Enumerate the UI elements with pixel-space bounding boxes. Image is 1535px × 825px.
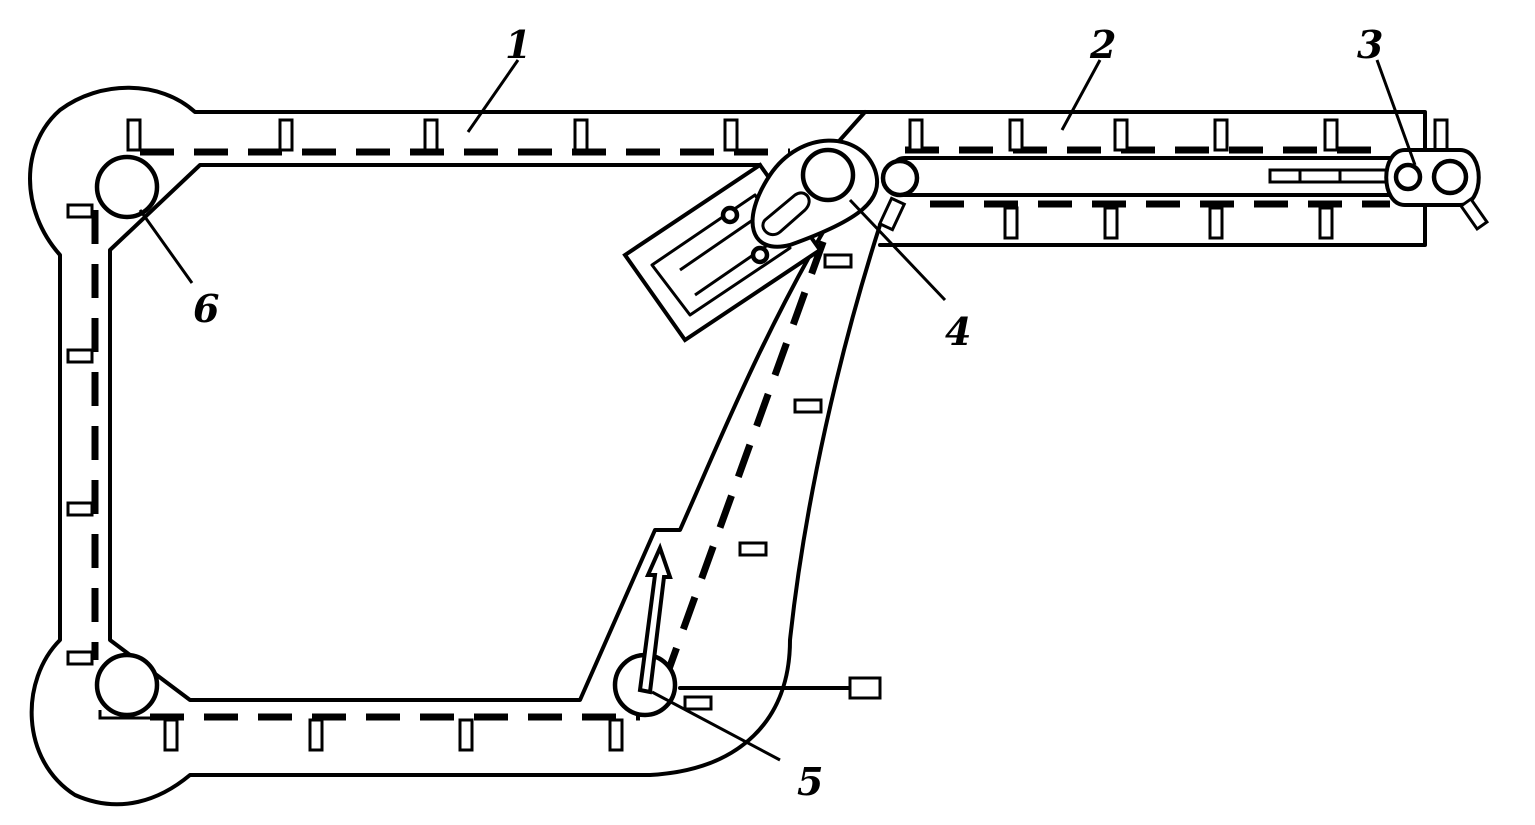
tension-pin (720, 205, 740, 225)
flight (908, 118, 924, 152)
section-2-tail-sprocket (880, 158, 920, 198)
flight (1323, 118, 1339, 152)
drive-3-shaft (1268, 168, 1392, 184)
leaders (138, 59, 1417, 762)
main-casing (28, 85, 1427, 807)
leader-5 (651, 690, 781, 762)
label-6: 6 (193, 286, 219, 331)
drive-3-sprocket-large (1431, 158, 1469, 196)
casing-bottom-right (878, 203, 1427, 247)
casing-inner-left (108, 163, 832, 702)
flight (163, 718, 179, 752)
leader-2 (1060, 59, 1102, 131)
drive-4-lever-slot (761, 191, 811, 237)
flight (823, 253, 853, 269)
flight (1008, 118, 1024, 152)
tension-rail-a (679, 213, 761, 272)
drive-3-sprocket-small (1393, 162, 1423, 192)
flight (308, 718, 324, 752)
label-3: 3 (1357, 22, 1383, 67)
flight (126, 118, 142, 152)
flight (1458, 197, 1490, 231)
casing-joint (838, 110, 867, 142)
sprocket-5-assembly (612, 542, 678, 718)
tension-frame-inner (650, 193, 792, 317)
flight (1318, 206, 1334, 240)
drive-4-sprocket (800, 147, 856, 203)
direction-arrow (637, 542, 673, 695)
tension-pin (750, 245, 770, 265)
leader-3 (1375, 59, 1417, 166)
drive-4-assembly (622, 138, 880, 343)
flight (738, 541, 768, 557)
labels: 1 2 3 4 5 6 (193, 22, 1383, 804)
casing-outer-left (28, 85, 882, 807)
flight (1113, 118, 1129, 152)
sprocket-6 (94, 154, 160, 220)
section-2-assembly (877, 148, 1490, 232)
bottom-left-guide (98, 710, 150, 720)
flight (1003, 206, 1019, 240)
flight (1103, 206, 1119, 240)
label-5: 5 (797, 759, 823, 804)
corner-sprockets (94, 154, 160, 720)
flight (723, 118, 739, 152)
flight (1433, 118, 1449, 152)
flights (66, 118, 1449, 752)
flight (66, 650, 94, 666)
chain-incline (661, 193, 844, 682)
label-2: 2 (1089, 22, 1116, 67)
tail-rod-end (848, 676, 882, 700)
label-4: 4 (945, 309, 971, 354)
flight (573, 118, 589, 152)
drive-3-shaft-detail (1298, 170, 1342, 182)
leader-6 (138, 209, 194, 284)
flight (66, 501, 94, 517)
flight (793, 398, 823, 414)
flight (1208, 206, 1224, 240)
label-1: 1 (505, 22, 531, 67)
flight (458, 718, 474, 752)
chains (91, 146, 1390, 721)
sprocket-bottom-left (94, 652, 160, 718)
flight (66, 203, 94, 219)
leader-1 (466, 59, 520, 133)
flight (608, 718, 624, 752)
flight (423, 118, 439, 152)
flight (877, 196, 907, 232)
casing-top-right (863, 110, 1427, 152)
leader-4 (848, 198, 947, 302)
flight (1213, 118, 1229, 152)
flight (683, 695, 713, 711)
flight (66, 348, 94, 364)
flight (278, 118, 294, 152)
